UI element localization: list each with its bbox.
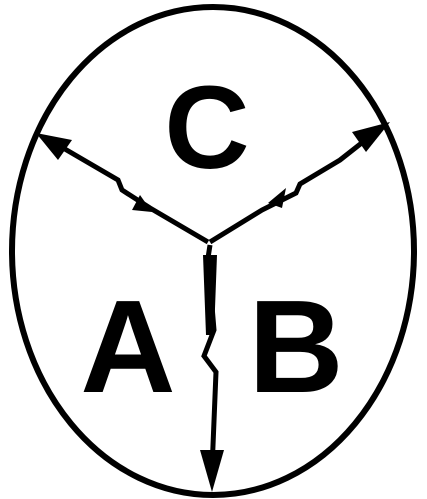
right-inner-arrowhead bbox=[268, 188, 286, 208]
label-b: B bbox=[248, 273, 343, 420]
outer-ellipse bbox=[9, 4, 417, 498]
right-outer-arrowhead bbox=[352, 122, 390, 152]
label-a: A bbox=[80, 273, 175, 420]
left-outer-arrowhead bbox=[36, 133, 72, 160]
down-arrowhead bbox=[200, 450, 224, 492]
right-lightning-line bbox=[208, 125, 384, 245]
label-c: C bbox=[164, 62, 249, 194]
down-branch-thick bbox=[203, 255, 217, 335]
left-inner-arrowhead bbox=[132, 195, 152, 212]
left-lightning-line bbox=[44, 135, 210, 245]
